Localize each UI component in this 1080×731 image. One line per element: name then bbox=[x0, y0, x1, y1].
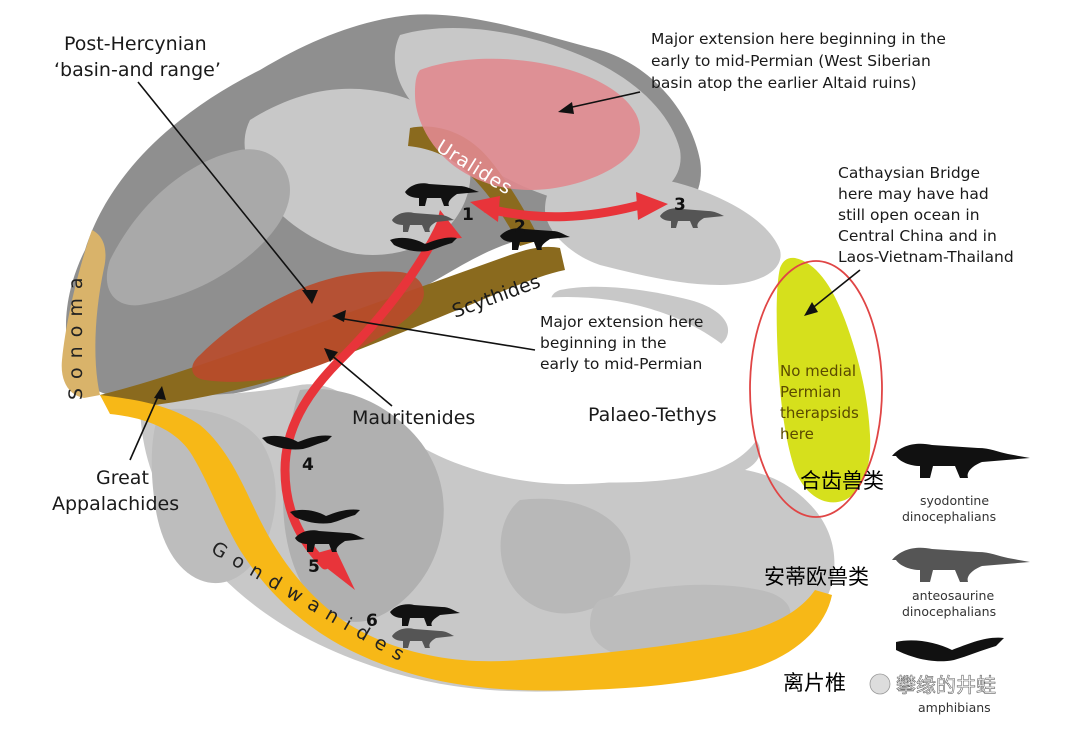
cathaysian-label: Central China and in bbox=[838, 227, 997, 245]
major-extension-label: beginning in the bbox=[540, 334, 667, 352]
dispersal-route-east bbox=[483, 200, 642, 222]
syodontine-silhouette bbox=[390, 604, 460, 626]
gondwanides-belt bbox=[100, 395, 832, 691]
major-extension-label: early to mid-Permian bbox=[540, 355, 702, 373]
syodontine-silhouette bbox=[405, 183, 479, 206]
site-number: 6 bbox=[366, 611, 378, 631]
legend-en-amphibian: amphibians bbox=[918, 700, 991, 715]
no-therapsids-label: therapsids bbox=[780, 404, 859, 422]
appalachides-label: Appalachides bbox=[52, 493, 179, 515]
anteosaurine-silhouette bbox=[392, 212, 454, 232]
leader-post-hercynian bbox=[137, 81, 313, 299]
watermark: 攀缘的井蛙 bbox=[869, 673, 996, 697]
cathaysian-label: still open ocean in bbox=[838, 206, 980, 224]
post-hercynian-label: ‘basin-and range’ bbox=[54, 59, 221, 81]
cathaysian-label: Laos-Vietnam-Thailand bbox=[838, 248, 1014, 266]
appalachides-label: Great bbox=[96, 467, 149, 489]
india-block bbox=[500, 498, 631, 614]
amphibian-legend-silhouette bbox=[896, 637, 1004, 662]
dispersal-arrows bbox=[280, 192, 668, 590]
leader-major-ext bbox=[337, 317, 536, 351]
sonoma-belt bbox=[61, 230, 106, 398]
dispersal-route-main-head bbox=[310, 548, 355, 590]
site-numbers: 1 2 3 4 5 6 bbox=[302, 195, 686, 631]
legend-cn-amphibian: 离片椎 bbox=[783, 671, 846, 695]
no-therapsids-label: Permian bbox=[780, 383, 841, 401]
syodontine-silhouette bbox=[500, 228, 570, 250]
anteosaurine-legend-silhouette bbox=[892, 547, 1030, 582]
palaeo-tethys-label: Palaeo-Tethys bbox=[588, 404, 717, 426]
leader-siberian bbox=[567, 91, 641, 109]
legend-en-syodontine: syodontine bbox=[920, 493, 989, 508]
legend-en-anteosaurine: dinocephalians bbox=[902, 604, 996, 619]
site-number: 1 bbox=[462, 205, 474, 225]
siberian-extension-label: Major extension here beginning in the bbox=[651, 30, 946, 48]
leader-appalachides-head bbox=[154, 386, 166, 400]
post-hercynian-label: Post-Hercynian bbox=[64, 33, 207, 55]
siberian-extension-label: early to mid-Permian (West Siberian bbox=[651, 52, 931, 70]
legend-cn-anteosaurine: 安蒂欧兽类 bbox=[764, 565, 869, 589]
anteosaurine-silhouette bbox=[392, 628, 454, 648]
post-hercynian-extension bbox=[192, 271, 424, 382]
legend: 合齿兽类 syodontine dinocephalians 安蒂欧兽类 ant… bbox=[764, 443, 1030, 715]
south-china-block bbox=[692, 499, 819, 564]
leader-major-ext-head bbox=[332, 310, 346, 322]
leader-post-hercynian-head bbox=[302, 290, 318, 304]
legend-en-syodontine: dinocephalians bbox=[902, 509, 996, 524]
leader-mauritenides bbox=[329, 353, 393, 407]
syodontine-legend-silhouette bbox=[892, 443, 1030, 478]
amphibian-silhouette bbox=[262, 435, 332, 450]
wechat-icon bbox=[869, 673, 891, 695]
leader-cathaysian-head bbox=[804, 302, 818, 316]
no-therapsids-label: No medial bbox=[780, 362, 856, 380]
syodontine-silhouette bbox=[295, 530, 365, 552]
amphibian-silhouette bbox=[390, 237, 457, 252]
legend-cn-syodontine: 合齿兽类 bbox=[800, 469, 884, 493]
leader-lines bbox=[129, 81, 861, 461]
sonoma-label: Sonoma bbox=[65, 268, 87, 400]
watermark-text: 攀缘的井蛙 bbox=[896, 673, 996, 697]
siberian-extension-label: basin atop the earlier Altaid ruins) bbox=[651, 74, 917, 92]
site-number: 2 bbox=[514, 217, 526, 237]
cathaysian-label: here may have had bbox=[838, 185, 989, 203]
west-siberian-extension bbox=[415, 58, 640, 190]
laurentia-light bbox=[106, 149, 290, 306]
anteosaurine-silhouette bbox=[660, 208, 724, 228]
amphibian-silhouette bbox=[290, 509, 360, 524]
site-fauna bbox=[262, 183, 724, 648]
leader-mauritenides-head bbox=[324, 348, 338, 362]
cathaysia-zone bbox=[776, 257, 871, 503]
leader-siberian-head bbox=[558, 102, 574, 114]
major-extension-label: Major extension here bbox=[540, 313, 703, 331]
dispersal-arrow-head-3 bbox=[636, 192, 668, 220]
mauritenides-label: Mauritenides bbox=[352, 407, 475, 429]
dispersal-route-main bbox=[280, 217, 447, 570]
leader-cathaysian bbox=[809, 269, 861, 311]
cathaysian-label: Cathaysian Bridge bbox=[838, 164, 980, 182]
no-therapsids-label: here bbox=[780, 425, 814, 443]
site-number: 3 bbox=[674, 195, 686, 215]
site-number: 4 bbox=[302, 455, 314, 475]
dispersal-arrow-head-2 bbox=[470, 196, 500, 222]
kazakh-block bbox=[545, 174, 781, 285]
legend-en-anteosaurine: anteosaurine bbox=[912, 588, 994, 603]
site-number: 5 bbox=[308, 557, 320, 577]
cathaysia-outline bbox=[749, 260, 883, 518]
leader-appalachides bbox=[129, 391, 161, 461]
